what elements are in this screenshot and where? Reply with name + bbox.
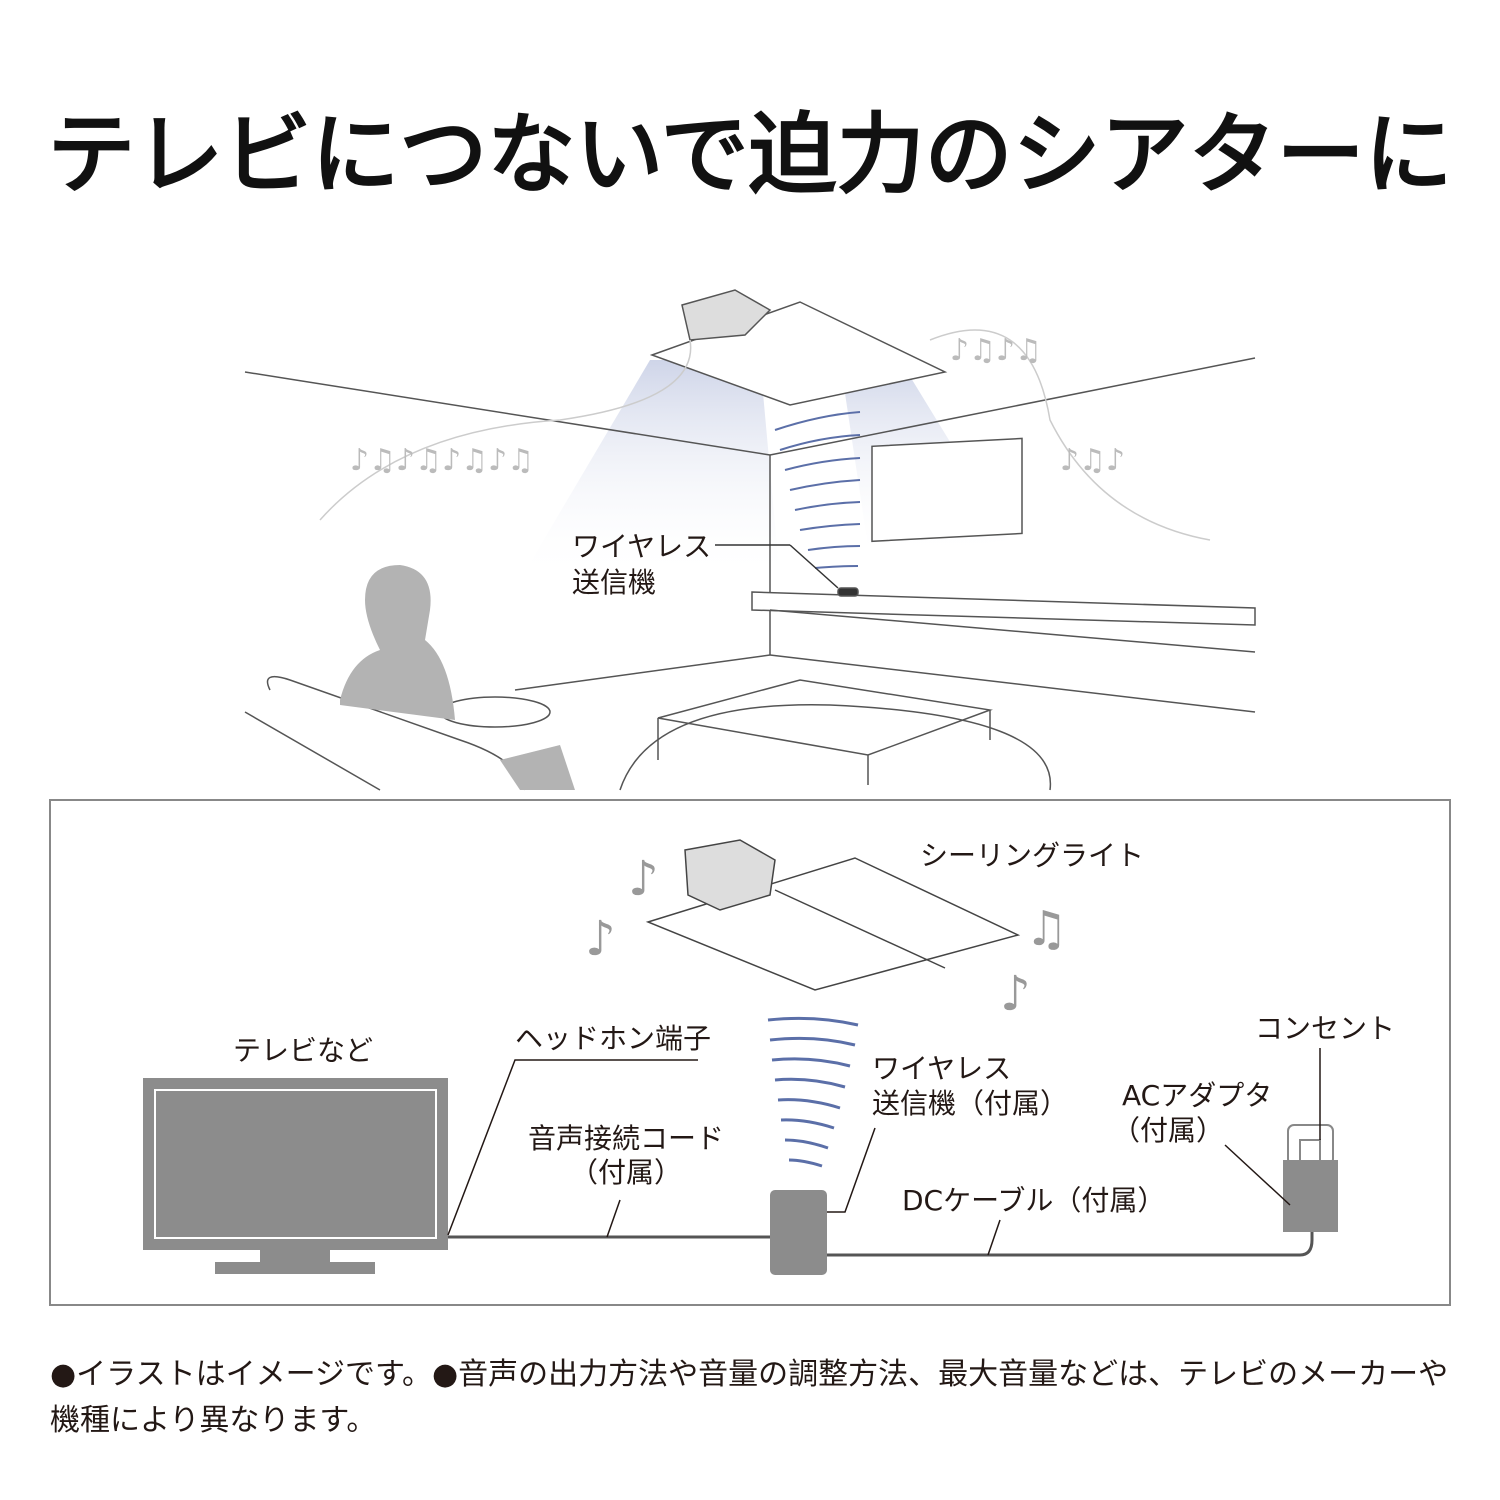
svg-text:♪: ♪ bbox=[1000, 966, 1031, 1022]
light-beam-left bbox=[520, 360, 780, 580]
outlet-label: コンセント bbox=[1255, 1012, 1395, 1045]
svg-text:♪♫♪: ♪♫♪ bbox=[1060, 443, 1125, 478]
ac-adapter-label-2: （付属） bbox=[1112, 1114, 1224, 1147]
rug bbox=[619, 703, 1052, 791]
ceiling-edge-right bbox=[769, 357, 1256, 456]
transmitter-label-2: 送信機（付属） bbox=[872, 1087, 1068, 1120]
tv-shelf bbox=[751, 591, 1256, 626]
svg-text:♪♫♪♫♪♫♪♫: ♪♫♪♫♪♫♪♫ bbox=[350, 443, 534, 478]
svg-text:♪: ♪ bbox=[628, 851, 659, 907]
scene-transmitter bbox=[837, 587, 859, 597]
scene-transmitter-label-1: ワイヤレス bbox=[572, 530, 711, 563]
dc-cable-label: DCケーブル（付属） bbox=[902, 1184, 1165, 1217]
audio-cord-label-1: 音声接続コード bbox=[528, 1122, 724, 1155]
page-title: テレビにつないで迫力のシアターに bbox=[47, 103, 1453, 206]
person-silhouette bbox=[340, 565, 455, 720]
headphone-jack-label: ヘッドホン端子 bbox=[515, 1022, 711, 1055]
transmitter-label-1: ワイヤレス bbox=[872, 1052, 1011, 1085]
ceiling-edge-left bbox=[244, 371, 771, 456]
side-table bbox=[439, 696, 551, 728]
diagram-tv bbox=[143, 1078, 448, 1274]
scene-waves bbox=[774, 411, 861, 569]
diagram-notes: ♪♪ ♫♪ bbox=[585, 851, 1068, 1022]
scene-transmitter-label-2: 送信機 bbox=[572, 566, 656, 599]
dc-cable bbox=[827, 1232, 1314, 1257]
person-legs bbox=[500, 745, 575, 790]
scene-tv bbox=[871, 437, 1023, 543]
ac-adapter-label-1: ACアダプタ bbox=[1122, 1079, 1272, 1112]
footnote: ●イラストはイメージです。●音声の出力方法や音量の調整方法、最大音量などは、テレ… bbox=[50, 1357, 1449, 1438]
floor-edge-left bbox=[514, 654, 771, 691]
svg-text:♫: ♫ bbox=[1025, 901, 1068, 957]
music-notes-path bbox=[319, 329, 1211, 541]
diagram-transmitter bbox=[770, 1190, 827, 1275]
svg-text:♪: ♪ bbox=[585, 911, 616, 967]
diagram-waves bbox=[767, 1016, 859, 1168]
svg-text:♪♫♪♫: ♪♫♪♫ bbox=[950, 333, 1042, 368]
audio-cord-label-2: （付属） bbox=[570, 1156, 682, 1189]
floor-edge-right bbox=[769, 654, 1256, 713]
ceiling-light-label: シーリングライト bbox=[920, 839, 1144, 872]
scene-notes: ♪♫♪♫♪♫♪♫ ♪♫♪♫ ♪♫♪ bbox=[350, 333, 1125, 478]
diagram-ceiling-light bbox=[645, 839, 1021, 991]
diagram-ac-adapter bbox=[1283, 1124, 1338, 1232]
leader-lines bbox=[447, 1048, 1321, 1256]
tv-label: テレビなど bbox=[233, 1034, 373, 1067]
illustration: ♪♫♪♫♪♫♪♫ ♪♫♪♫ ♪♫♪ ワイヤレス 送信機 ♪♪ ♫♪ bbox=[49, 289, 1451, 1306]
room-scene bbox=[244, 289, 1256, 791]
